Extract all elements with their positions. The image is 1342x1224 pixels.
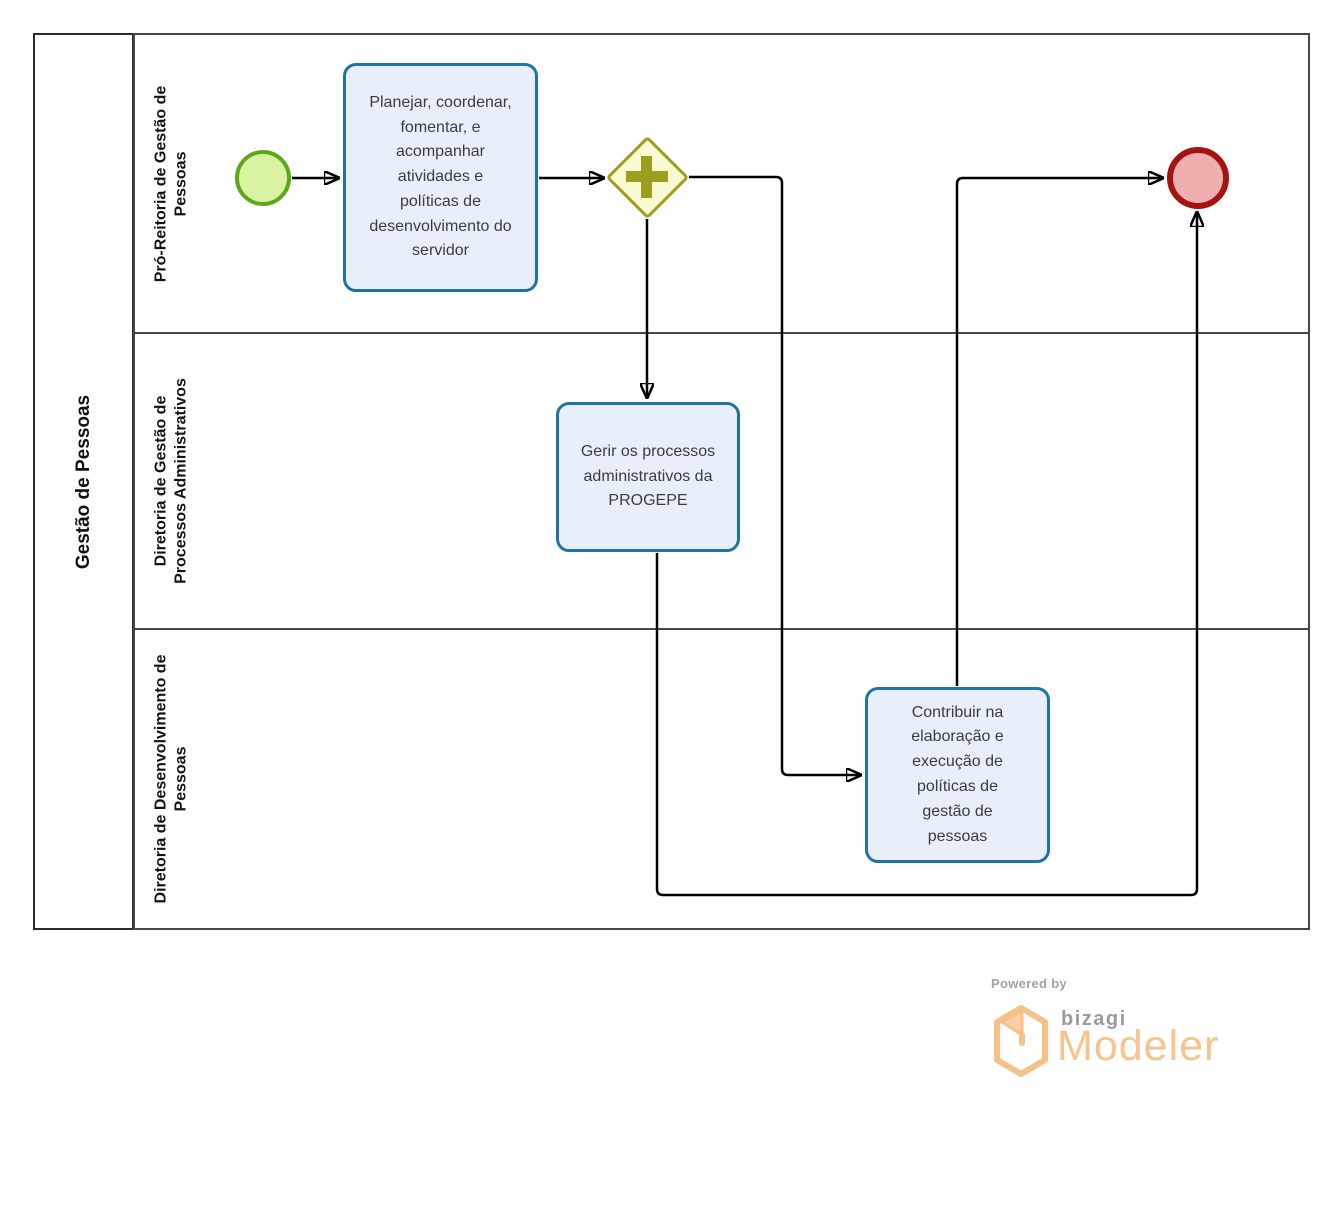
task-gerir-label: Gerir os processos administrativos da PR… [580,442,716,510]
modeler-wordmark: Modeler [1057,1022,1220,1070]
bizagi-wordmark: bizagi [1061,1008,1127,1030]
task-contribuir-label: Contribuir na elaboração e execução de p… [911,703,1004,845]
pool-gestao-de-pessoas: Gestão de Pessoas [33,33,134,930]
end-event [1167,147,1229,209]
lane-label-pro-reitoria: Pró-Reitoria de Gestão de Pessoas [152,85,189,282]
powered-by-label: Powered by [991,976,1067,991]
pool-title: Gestão de Pessoas [72,394,94,569]
lane-diretoria-desenvolvimento: Diretoria de Desenvolvimento de Pessoas [133,628,1310,930]
task-planejar-label: Planejar, coordenar, fomentar, e acompan… [369,93,512,260]
task-gerir: Gerir os processos administrativos da PR… [556,402,740,552]
lane-label-diretoria-desenvolvimento: Diretoria de Desenvolvimento de Pessoas [152,654,189,904]
bizagi-logo-icon [994,1005,1048,1077]
task-contribuir: Contribuir na elaboração e execução de p… [865,687,1050,863]
lane-label-diretoria-processos: Diretoria de Gestão de Processos Adminis… [152,378,189,584]
task-planejar: Planejar, coordenar, fomentar, e acompan… [343,63,538,292]
lane-pro-reitoria: Pró-Reitoria de Gestão de Pessoas [133,33,1310,334]
start-event [235,150,291,206]
